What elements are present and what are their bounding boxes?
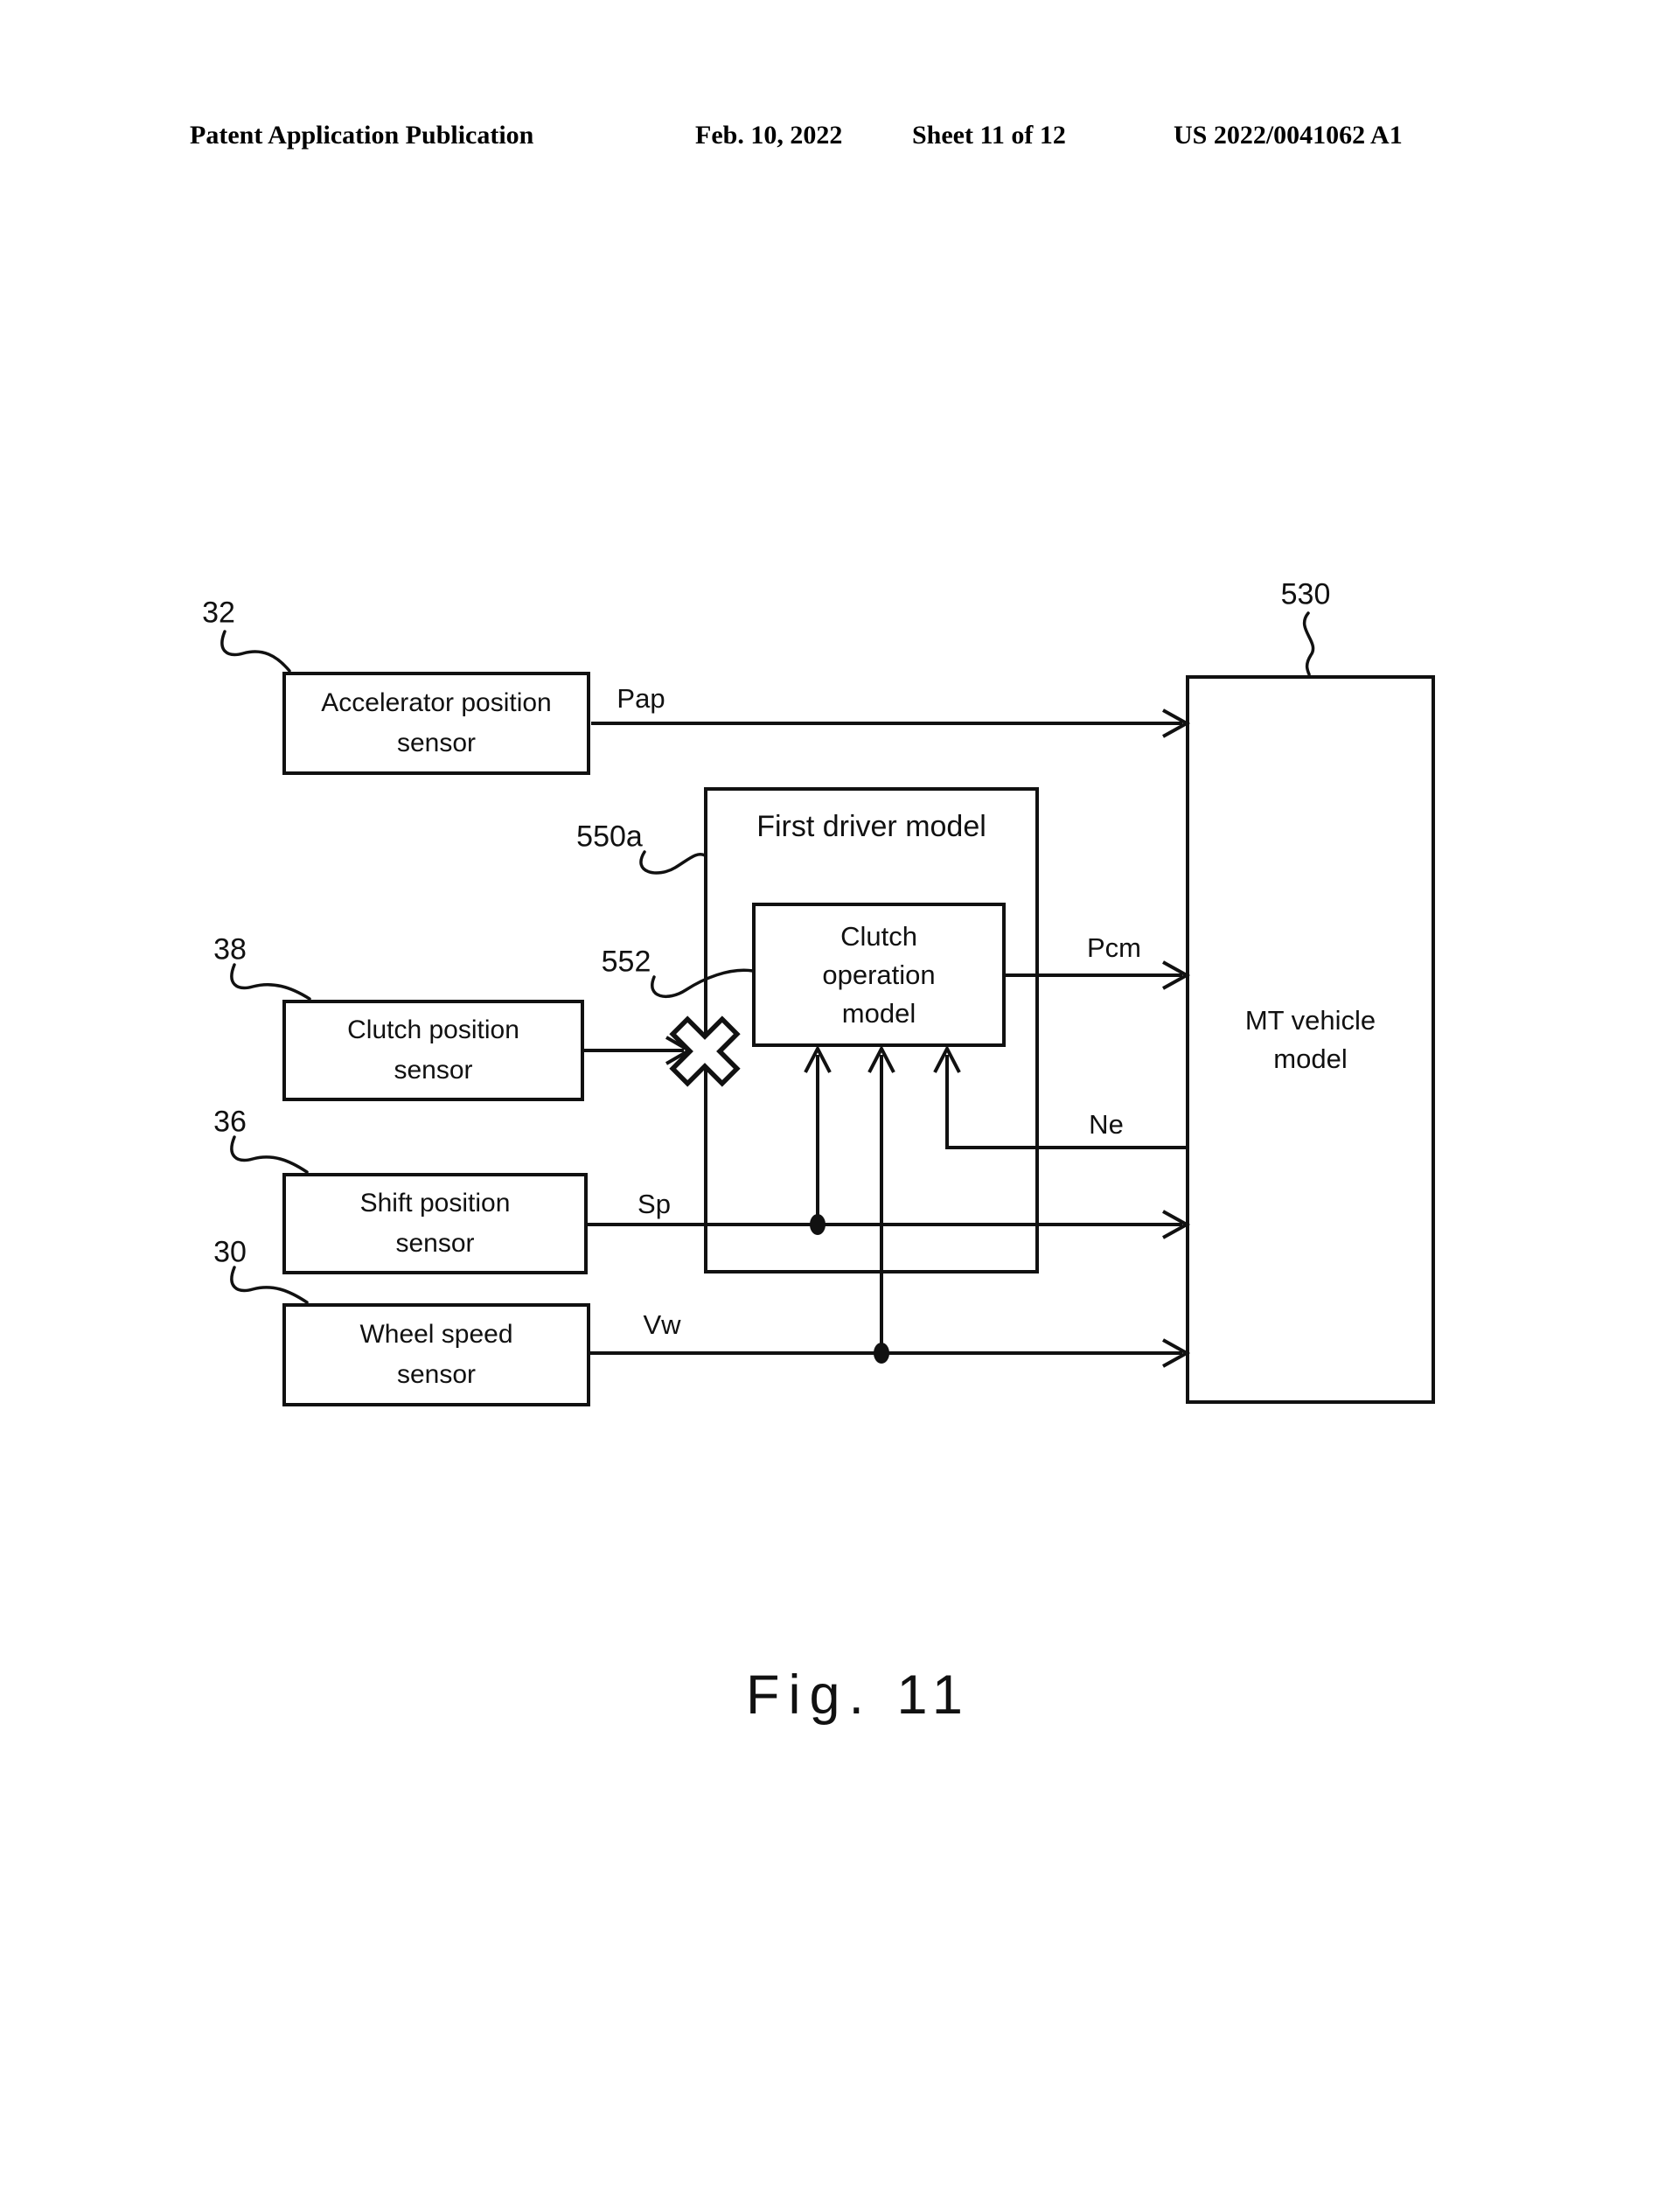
block-first-driver-model-title: First driver model bbox=[756, 810, 986, 843]
block-clutch-op-line2: operation bbox=[822, 959, 936, 990]
signal-label-sp: Sp bbox=[637, 1189, 671, 1219]
block-clutch-op-line1: Clutch bbox=[840, 920, 917, 952]
header-patent-number: US 2022/0041062 A1 bbox=[1174, 121, 1403, 150]
signal-label-pcm: Pcm bbox=[1087, 932, 1141, 963]
block-wheel-sensor-line1: Wheel speed bbox=[359, 1320, 513, 1349]
block-wheel-sensor-line2: sensor bbox=[396, 1360, 477, 1389]
block-clutch-position-sensor: Clutch position sensor bbox=[282, 1000, 584, 1101]
block-accelerator-line1: Accelerator position bbox=[321, 688, 552, 717]
junction-dot-vw bbox=[874, 1343, 889, 1364]
leader-36 bbox=[230, 1135, 309, 1174]
leader-38 bbox=[230, 963, 311, 1001]
block-clutch-sensor-line2: sensor bbox=[394, 1056, 473, 1085]
arrowhead-vw-icon bbox=[1162, 1338, 1191, 1368]
block-clutch-operation-model: Clutch operation model bbox=[752, 903, 1006, 1047]
block-mt-vehicle-line1: MT vehicle bbox=[1244, 1004, 1376, 1036]
arrowhead-clutch-icon bbox=[665, 1036, 693, 1065]
header-publication-label: Patent Application Publication bbox=[190, 121, 534, 150]
block-wheel-speed-sensor: Wheel speed sensor bbox=[282, 1303, 590, 1406]
figure-caption: Fig. 11 bbox=[746, 1664, 972, 1726]
arrowhead-sp-icon bbox=[1162, 1210, 1191, 1239]
ref-numeral-36: 36 bbox=[213, 1105, 247, 1139]
leader-550a bbox=[639, 850, 707, 875]
ref-numeral-530: 530 bbox=[1280, 577, 1331, 611]
signal-label-ne: Ne bbox=[1089, 1109, 1124, 1140]
block-clutch-op-line3: model bbox=[841, 997, 916, 1029]
block-shift-position-sensor: Shift position sensor bbox=[282, 1173, 588, 1274]
arrowhead-pap-icon bbox=[1162, 708, 1191, 738]
block-shift-sensor-line2: sensor bbox=[395, 1229, 475, 1258]
ref-numeral-38: 38 bbox=[213, 932, 247, 966]
ref-numeral-30: 30 bbox=[213, 1235, 247, 1269]
block-accelerator-line2: sensor bbox=[396, 729, 477, 757]
signal-label-pap: Pap bbox=[617, 683, 665, 714]
block-mt-vehicle-model: MT vehicle model bbox=[1186, 675, 1435, 1404]
arrowhead-pcm-icon bbox=[1162, 960, 1191, 990]
block-accelerator-position-sensor: Accelerator position sensor bbox=[282, 672, 590, 775]
header-sheet-number: Sheet 11 of 12 bbox=[912, 121, 1066, 150]
ref-numeral-32: 32 bbox=[202, 596, 235, 630]
leader-32 bbox=[220, 630, 291, 673]
block-mt-vehicle-line2: model bbox=[1273, 1043, 1348, 1074]
signal-label-vw: Vw bbox=[643, 1309, 681, 1340]
header-date: Feb. 10, 2022 bbox=[695, 121, 843, 150]
ref-numeral-550a: 550a bbox=[576, 820, 643, 854]
block-clutch-sensor-line1: Clutch position bbox=[347, 1015, 519, 1044]
block-shift-sensor-line1: Shift position bbox=[359, 1189, 511, 1218]
ref-numeral-552: 552 bbox=[601, 945, 651, 979]
leader-530 bbox=[1302, 611, 1315, 676]
